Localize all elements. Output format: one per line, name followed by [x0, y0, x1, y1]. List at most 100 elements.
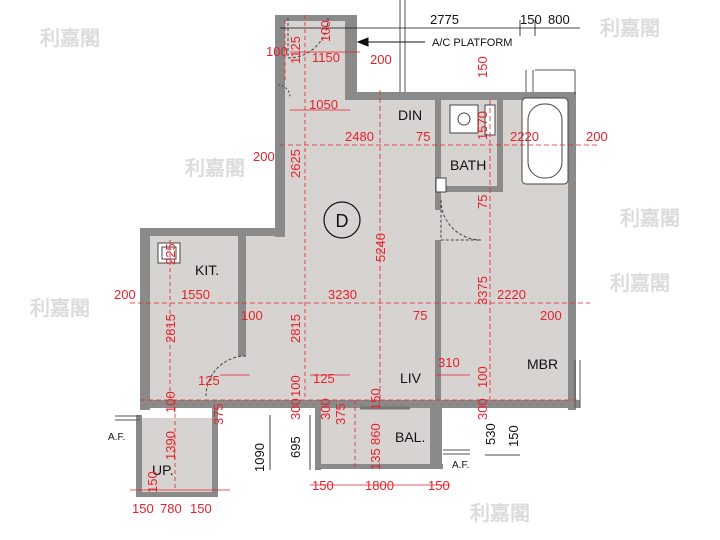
wall: [238, 236, 246, 356]
dim-text: 150: [190, 501, 212, 516]
dim-text: 300: [288, 398, 303, 420]
dim-text: 800: [548, 12, 570, 27]
dim-text: 530: [483, 423, 498, 445]
dim-text: 100: [163, 391, 178, 413]
ac-platform-label: A/C PLATFORM: [432, 37, 512, 49]
dim-text: 150: [475, 56, 490, 78]
wall: [315, 405, 321, 470]
ac-arrow: [356, 37, 425, 47]
dim-text: 1090: [252, 443, 267, 472]
dim-text: 375: [211, 403, 226, 425]
room-label-liv: LIV: [400, 370, 422, 386]
dim-text: 150: [132, 501, 154, 516]
dim-text: 1125: [288, 36, 303, 64]
dim-text: 300: [318, 398, 333, 420]
dim-text: 150: [428, 478, 450, 493]
dim-text: 1570: [475, 111, 490, 140]
sink-icon: [449, 104, 479, 134]
doors: [205, 17, 482, 410]
dim-text: 225: [163, 243, 178, 265]
wall: [435, 100, 441, 210]
dim-text: 200: [586, 129, 608, 144]
floor-main: [148, 18, 572, 405]
dim-text: 200: [114, 287, 136, 302]
dim-text: 135: [368, 448, 383, 470]
wall: [568, 92, 576, 410]
dim-text: 150: [520, 12, 542, 27]
windows: [115, 0, 581, 455]
door-swing: [287, 17, 329, 59]
watermark: 利嘉閣: [185, 156, 245, 180]
dim-text: 1390: [163, 431, 178, 460]
dim-text: 75: [475, 195, 490, 209]
dim-text: 200: [253, 149, 275, 164]
dim-text: 860: [368, 423, 383, 445]
dim-text: 2625: [288, 149, 303, 178]
dim-text: 200: [540, 308, 562, 323]
dim-text: 200: [370, 52, 392, 67]
watermark: 利嘉閣: [620, 206, 680, 230]
wall: [345, 92, 575, 100]
dim-text: 5240: [373, 233, 388, 262]
walls: [136, 15, 580, 497]
dim-text: 100: [475, 366, 490, 388]
door-swing: [205, 355, 247, 397]
wall: [140, 228, 285, 236]
dim-text: 375: [333, 403, 348, 425]
room-label-kit: KIT.: [195, 262, 219, 278]
dim-text: 3375: [475, 276, 490, 305]
wall: [430, 400, 442, 468]
wall: [497, 100, 503, 192]
wall: [345, 15, 357, 100]
door-swing: [277, 84, 291, 98]
wall: [275, 15, 285, 237]
dim-text: 2815: [288, 314, 303, 343]
watermark: 利嘉閣: [470, 501, 530, 525]
dim-text: 2220: [497, 287, 526, 302]
dim-text: 2220: [510, 129, 539, 144]
dim-text: 1800: [365, 478, 394, 493]
dim-text: 150: [145, 471, 160, 493]
wall: [136, 492, 218, 497]
dim-text: 100: [266, 44, 288, 59]
dim-text: 1050: [309, 97, 338, 112]
dim-text: 310: [438, 355, 460, 370]
dim-text: 150: [506, 425, 521, 447]
af-label: A.F.: [108, 432, 125, 443]
wall: [435, 240, 441, 400]
dimension-lines: [130, 15, 600, 491]
wall: [315, 464, 443, 469]
floor-balcony: [318, 405, 440, 467]
wall: [275, 15, 355, 21]
room-label-mbr: MBR: [527, 356, 558, 372]
top-dim-line: [269, 20, 580, 470]
dim-text: 150: [312, 478, 334, 493]
wall: [212, 405, 218, 497]
dim-text: 2775: [430, 12, 459, 27]
dim-text: 75: [413, 308, 427, 323]
watermark: 利嘉閣: [600, 16, 660, 40]
dim-text: 300: [475, 398, 490, 420]
room-label-din: DIN: [398, 107, 422, 123]
dim-text: 1150: [312, 50, 340, 65]
dim-text: 2815: [163, 314, 178, 343]
dim-text: 1550: [181, 287, 210, 302]
dim-text: 100: [288, 375, 303, 397]
heater-icon: [435, 177, 447, 193]
dim-text: 100: [318, 20, 333, 42]
wall: [140, 228, 150, 410]
dim-text: 2480: [345, 129, 374, 144]
wall: [136, 415, 142, 497]
watermark-layer: 利嘉閣 利嘉閣 利嘉閣 利嘉閣 利嘉閣 利嘉閣 利嘉閣 利嘉閣: [30, 16, 680, 525]
watermark: 利嘉閣: [40, 26, 100, 50]
room-label-bal: BAL.: [395, 429, 425, 445]
wall: [441, 186, 503, 192]
dim-text: 100: [241, 308, 263, 323]
dim-text: 150: [368, 388, 383, 410]
unit-circle: [323, 201, 361, 239]
room-label-bath: BATH: [450, 157, 486, 173]
kitchen-sink-icon: [157, 242, 181, 264]
dim-text: 3230: [328, 287, 357, 302]
af-label: A.F.: [452, 460, 469, 471]
